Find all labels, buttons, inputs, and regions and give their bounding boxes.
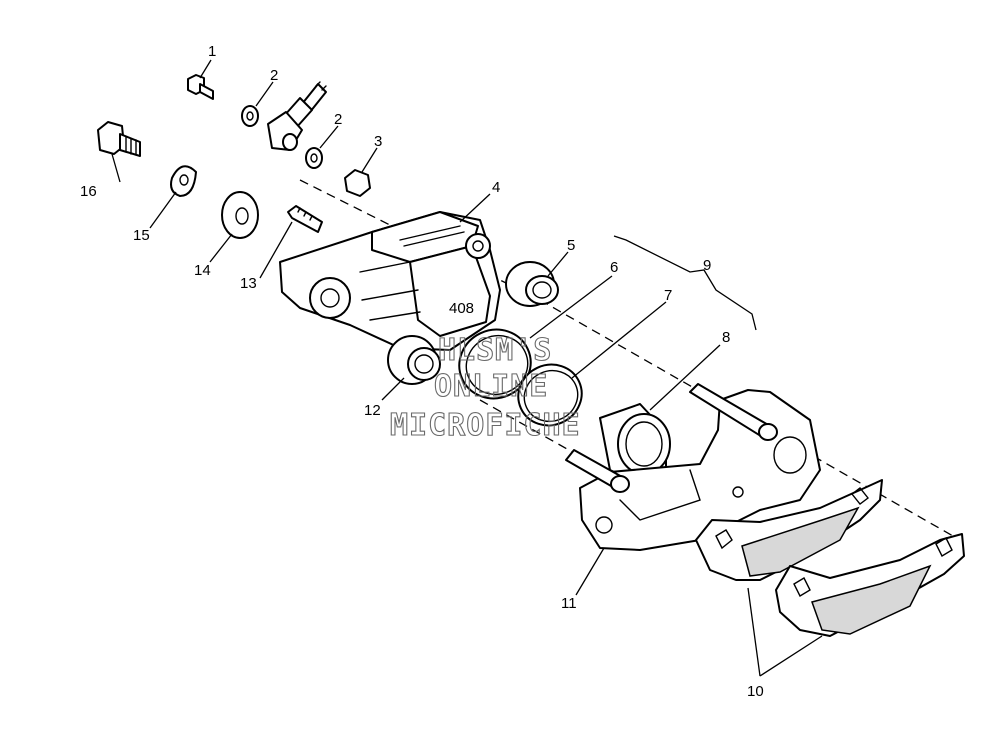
callout-1: 1 <box>208 43 216 60</box>
callout-12: 12 <box>364 402 381 419</box>
callout-4: 4 <box>492 179 500 196</box>
part-15-lock-washer <box>170 165 197 197</box>
part-2-washer-upper <box>241 105 259 127</box>
watermark: HLSM'S ONLINE MICROFICHE <box>389 332 581 443</box>
callout-8: 8 <box>722 329 730 346</box>
callout-6: 6 <box>610 259 618 276</box>
part-9-group-bracket <box>613 235 757 331</box>
watermark-line-1: HLSM'S <box>438 333 552 368</box>
part-14-flat-washer <box>221 191 259 239</box>
part-6-seal-ring <box>458 328 532 400</box>
callout-9: 9 <box>703 257 711 274</box>
callout-3: 3 <box>374 133 382 150</box>
part-5-piston-seal-boot <box>505 261 559 307</box>
watermark-line-3: MICROFICHE <box>390 408 581 443</box>
callout-16: 16 <box>80 183 97 200</box>
part-13-bleeder-screw <box>287 205 323 233</box>
part-3-bushing <box>344 169 371 197</box>
callout-13: 13 <box>240 275 257 292</box>
part-10-brake-pad-inner <box>695 479 883 581</box>
part-1-banjo-bolt <box>187 74 214 100</box>
brake-line-fitting <box>267 81 327 151</box>
callout-2-lower: 2 <box>334 111 342 128</box>
part-12-piston-boot <box>387 335 441 385</box>
callout-7: 7 <box>664 287 672 304</box>
callout-11: 11 <box>561 595 577 612</box>
leader-lines <box>111 59 823 677</box>
callout-5: 5 <box>567 237 575 254</box>
part-10-brake-pad-outer <box>775 533 965 637</box>
part-7-o-ring <box>517 363 583 427</box>
watermark-line-2: ONLINE <box>434 369 548 404</box>
part-11-mounting-bracket <box>565 383 821 551</box>
part-2-washer-lower <box>305 147 323 169</box>
caliper-marking: 408 <box>449 300 474 317</box>
part-16-mounting-bolt <box>97 121 141 157</box>
callout-2-upper: 2 <box>270 67 278 84</box>
callout-10: 10 <box>747 683 764 700</box>
callout-numbers: 1 2 2 3 4 5 6 7 9 8 10 11 12 13 14 15 16 <box>80 43 764 700</box>
callout-14: 14 <box>194 262 211 279</box>
callout-15: 15 <box>133 227 150 244</box>
part-4-caliper-body: 408 <box>279 211 501 351</box>
